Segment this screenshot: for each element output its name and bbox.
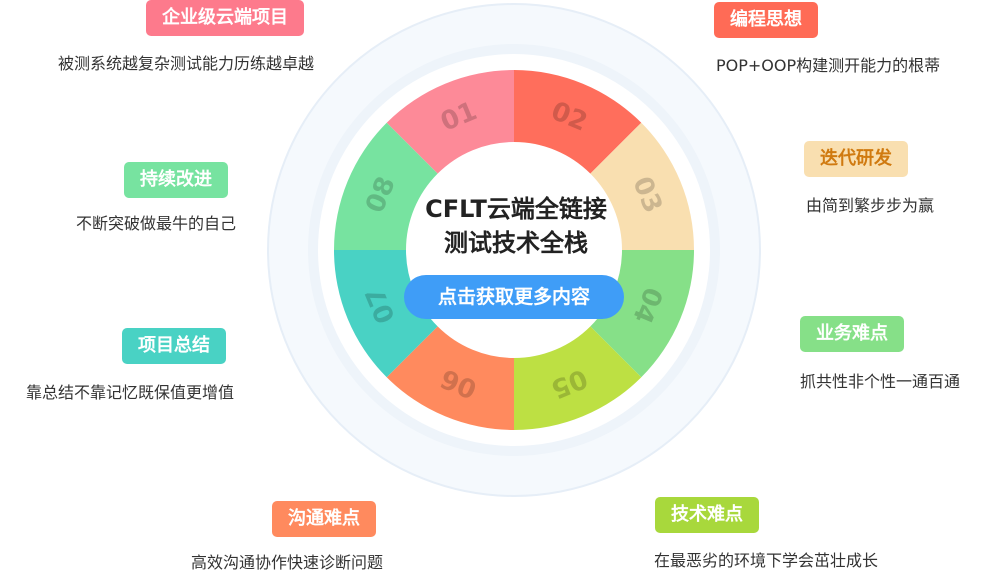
badge-label: 编程思想 — [730, 9, 802, 30]
badge-communication-difficulty: 沟通难点 — [272, 501, 376, 537]
segment-05 — [514, 326, 642, 430]
badge-label: 持续改进 — [140, 169, 212, 190]
center-title-line2: 测试技术全栈 — [444, 229, 588, 257]
badge-label: 业务难点 — [816, 323, 888, 344]
desc-technical-difficulty: 在最恶劣的环境下学会茁壮成长 — [654, 551, 879, 570]
badge-iterative-development: 迭代研发 — [804, 141, 908, 177]
segment-04 — [590, 250, 694, 378]
desc-project-summary: 靠总结不靠记忆既保值更增值 — [25, 383, 234, 402]
badge-project-summary: 项目总结 — [122, 328, 226, 364]
desc-communication-difficulty: 高效沟通协作快速诊断问题 — [190, 553, 383, 572]
desc-enterprise-cloud-project: 被测系统越复杂测试能力历练越卓越 — [57, 54, 314, 73]
desc-business-difficulty: 抓共性非个性一通百通 — [800, 372, 961, 391]
segment-06 — [386, 326, 514, 430]
badge-technical-difficulty: 技术难点 — [655, 497, 759, 533]
badge-label: 项目总结 — [138, 335, 210, 356]
segment-01 — [386, 70, 514, 174]
badge-continuous-improvement: 持续改进 — [124, 162, 228, 198]
segment-02 — [514, 70, 642, 174]
segment-03 — [590, 122, 694, 250]
badge-label: 沟通难点 — [288, 508, 360, 529]
badge-business-difficulty: 业务难点 — [800, 316, 904, 352]
desc-iterative-development: 由简到繁步步为赢 — [806, 196, 935, 215]
segment-07 — [334, 250, 438, 378]
badge-label: 企业级云端项目 — [162, 7, 288, 28]
badge-label: 技术难点 — [671, 504, 743, 525]
center-title: CFLT云端全链接 测试技术全栈 — [398, 192, 634, 260]
segment-08 — [334, 122, 438, 250]
desc-continuous-improvement: 不断突破做最牛的自己 — [75, 214, 236, 233]
desc-programming-mindset: POP+OOP构建测开能力的根蒂 — [716, 56, 941, 75]
get-more-button[interactable]: 点击获取更多内容 — [404, 275, 624, 319]
center-title-line1: CFLT云端全链接 — [425, 195, 607, 223]
badge-programming-mindset: 编程思想 — [714, 2, 818, 38]
badge-enterprise-cloud-project: 企业级云端项目 — [146, 0, 304, 36]
badge-label: 迭代研发 — [820, 148, 892, 169]
